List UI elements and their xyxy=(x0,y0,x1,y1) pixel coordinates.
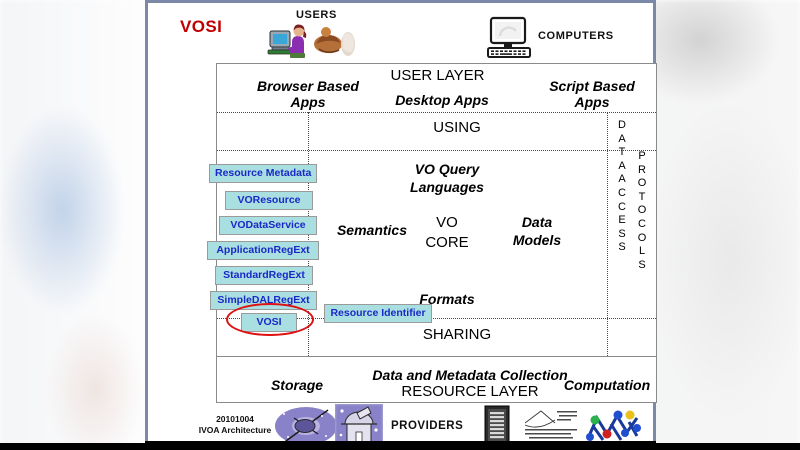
data-models-label-line2: Models xyxy=(512,232,562,248)
storage-label: Storage xyxy=(270,377,324,393)
browser-apps-label-line2: Apps xyxy=(290,94,326,110)
slide-canvas: VOSI USERS COMPUTERS xyxy=(145,0,657,446)
footer-date: 20101004 xyxy=(216,414,254,424)
resource-identifier-box[interactable]: Resource Identifier xyxy=(324,304,432,323)
script-apps-label-line2: Apps xyxy=(574,94,610,110)
computers-label: COMPUTERS xyxy=(538,30,614,42)
divider-using xyxy=(217,150,656,151)
observatory-dome-icon xyxy=(335,404,383,446)
computer-icon xyxy=(487,16,531,58)
vosi-highlight-ellipse xyxy=(226,303,314,336)
voresource-box[interactable]: VOResource xyxy=(225,191,313,210)
page-title: VOSI xyxy=(180,17,223,36)
browser-apps-label-line1: Browser Based xyxy=(257,78,359,94)
using-label: USING xyxy=(433,119,481,136)
data-models-label-line1: Data xyxy=(521,214,553,230)
divider-sharing xyxy=(217,356,656,357)
divider-user-layer xyxy=(217,112,656,113)
vo-core-label-line2: CORE xyxy=(425,234,469,251)
vo-query-label-line1: VO Query xyxy=(414,161,480,177)
providers-label: PROVIDERS xyxy=(391,420,464,432)
footer-subtitle: IVOA Architecture xyxy=(198,425,272,435)
user-layer-label: USER LAYER xyxy=(390,67,485,84)
users-icon xyxy=(267,24,355,58)
data-collection-label: Data and Metadata Collection xyxy=(372,367,568,383)
computation-label: Computation xyxy=(563,377,651,393)
formats-label: Formats xyxy=(419,291,475,307)
vodataservice-box[interactable]: VODataService xyxy=(219,216,317,235)
applicationregext-box[interactable]: ApplicationRegExt xyxy=(207,241,319,260)
vo-core-label-line1: VO xyxy=(436,214,458,231)
equations-notes-icon xyxy=(521,407,581,445)
desktop-apps-label: Desktop Apps xyxy=(395,92,489,108)
users-label: USERS xyxy=(296,9,337,21)
script-apps-label-line1: Script Based xyxy=(549,78,635,94)
page-bottom-bar xyxy=(0,443,800,450)
architecture-diagram: USER LAYER Browser Based Apps Desktop Ap… xyxy=(207,63,657,403)
radio-telescope-icon xyxy=(275,407,337,445)
server-rack-icon xyxy=(484,405,510,446)
standardregext-box[interactable]: StandardRegExt xyxy=(215,266,313,285)
divider-formats xyxy=(217,318,656,319)
resource-layer-label: RESOURCE LAYER xyxy=(401,383,539,400)
resource-metadata-box[interactable]: Resource Metadata xyxy=(209,164,317,183)
molecule-model-icon xyxy=(586,410,641,441)
semantics-label: Semantics xyxy=(336,222,408,238)
vo-query-label-line2: Languages xyxy=(410,179,484,195)
sharing-label: SHARING xyxy=(422,326,492,343)
divider-column-right xyxy=(607,112,608,356)
footer-meta: 20101004 IVOA Architecture xyxy=(180,414,290,436)
